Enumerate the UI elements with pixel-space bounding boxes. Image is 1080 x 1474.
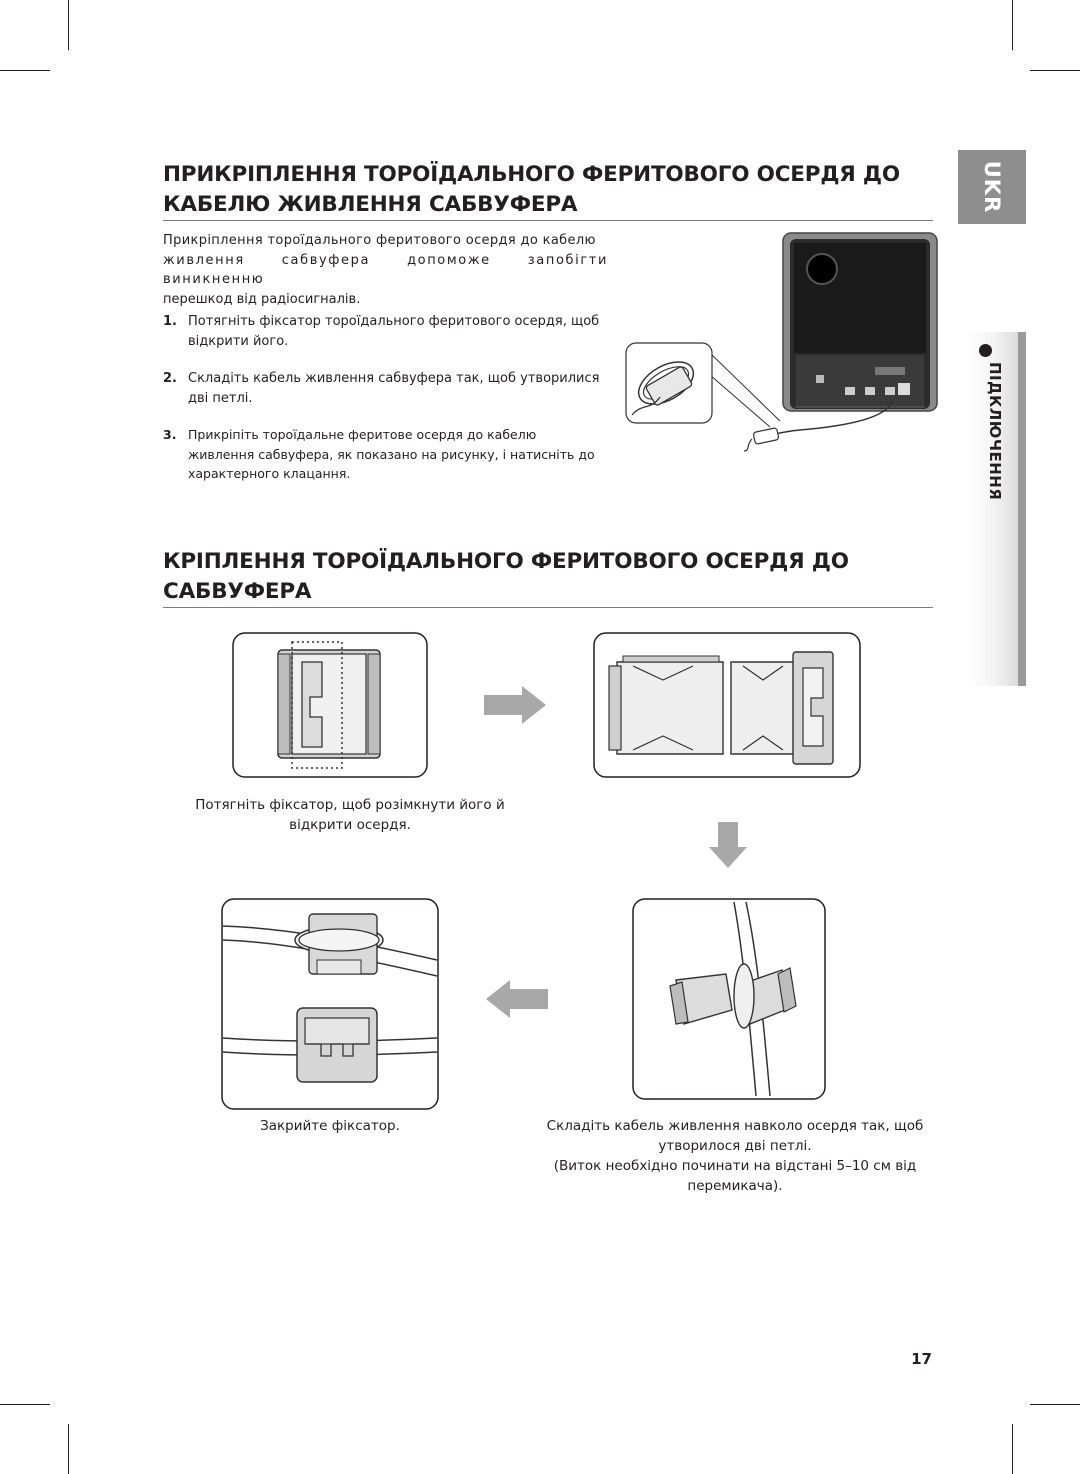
title-divider xyxy=(163,607,933,608)
crop-mark xyxy=(0,70,50,71)
crop-mark xyxy=(68,1424,69,1474)
step-text: Прикріпіть тороїдальне феритове осердя д… xyxy=(188,427,595,481)
ferrite-core-closed-figure xyxy=(232,632,428,778)
caption-line: Закрийте фіксатор. xyxy=(260,1118,400,1134)
caption-line: (Виток необхідно починати на відстані 5–… xyxy=(553,1158,917,1174)
section-tab-bar xyxy=(1018,332,1026,686)
caption-line: Складіть кабель живлення навколо осердя … xyxy=(546,1118,924,1134)
caption-close-latch: Закрийте фіксатор. xyxy=(221,1116,439,1136)
list-item: 3. Прикріпіть тороїдальне феритове осерд… xyxy=(163,425,603,484)
crop-mark xyxy=(1030,1404,1080,1405)
language-tab-label: UKR xyxy=(980,160,1004,214)
step-number: 2. xyxy=(163,371,177,386)
intro-line: перешкод від радіосигналів. xyxy=(163,291,361,307)
caption-open-latch: Потягніть фіксатор, щоб розімкнути його … xyxy=(150,795,550,835)
list-item: 1. Потягніть фіксатор тороїдального фери… xyxy=(163,312,603,351)
ferrite-core-looped-figure xyxy=(632,898,826,1100)
arrow-down-icon xyxy=(709,822,747,868)
section-tab: ПІДКЛЮЧЕННЯ xyxy=(966,332,1026,686)
crop-mark xyxy=(0,1404,50,1405)
step-number: 1. xyxy=(163,314,177,329)
title-divider xyxy=(163,220,933,221)
caption-line: утворилося дві петлі. xyxy=(658,1138,812,1154)
arrow-left-icon xyxy=(486,980,548,1018)
caption-line: відкрити осердя. xyxy=(289,817,411,833)
section-tab-label: ПІДКЛЮЧЕННЯ xyxy=(986,362,1004,501)
crop-mark xyxy=(1012,1424,1013,1474)
steps-list: 1. Потягніть фіксатор тороїдального фери… xyxy=(163,312,603,502)
crop-mark xyxy=(68,0,69,50)
intro-paragraph: Прикріплення тороїдального феритового ос… xyxy=(163,231,608,309)
subwoofer-illustration xyxy=(625,232,938,452)
step-number: 3. xyxy=(163,427,177,442)
ferrite-core-closing-figure xyxy=(221,898,439,1110)
caption-fold-cable: Складіть кабель живлення навколо осердя … xyxy=(530,1116,940,1196)
title-line: ПРИКРІПЛЕННЯ ТОРОЇДАЛЬНОГО ФЕРИТОВОГО ОС… xyxy=(163,162,900,187)
intro-line: живлення сабвуфера допоможе запобігти ви… xyxy=(163,252,608,288)
page-number: 17 xyxy=(911,1350,932,1368)
crop-mark xyxy=(1030,70,1080,71)
caption-line: Потягніть фіксатор, щоб розімкнути його … xyxy=(195,797,505,813)
bullet-icon xyxy=(979,344,992,357)
section-title-subwoofer: КРІПЛЕННЯ ТОРОЇДАЛЬНОГО ФЕРИТОВОГО ОСЕРД… xyxy=(163,547,849,607)
section-title-cable: ПРИКРІПЛЕННЯ ТОРОЇДАЛЬНОГО ФЕРИТОВОГО ОС… xyxy=(163,160,900,220)
intro-line: Прикріплення тороїдального феритового ос… xyxy=(163,233,596,248)
language-tab: UKR xyxy=(958,150,1026,224)
arrow-right-icon xyxy=(484,686,546,724)
crop-mark xyxy=(1012,0,1013,50)
title-line: КРІПЛЕННЯ ТОРОЇДАЛЬНОГО ФЕРИТОВОГО ОСЕРД… xyxy=(163,549,849,574)
step-text: Складіть кабель живлення сабвуфера так, … xyxy=(188,371,600,406)
caption-line: перемикача). xyxy=(687,1178,783,1194)
ferrite-core-open-figure xyxy=(593,632,861,778)
step-text: Потягніть фіксатор тороїдального феритов… xyxy=(188,314,600,349)
list-item: 2. Складіть кабель живлення сабвуфера та… xyxy=(163,369,603,408)
title-line: САБВУФЕРА xyxy=(163,579,312,604)
title-line: КАБЕЛЮ ЖИВЛЕННЯ САБВУФЕРА xyxy=(163,192,578,217)
